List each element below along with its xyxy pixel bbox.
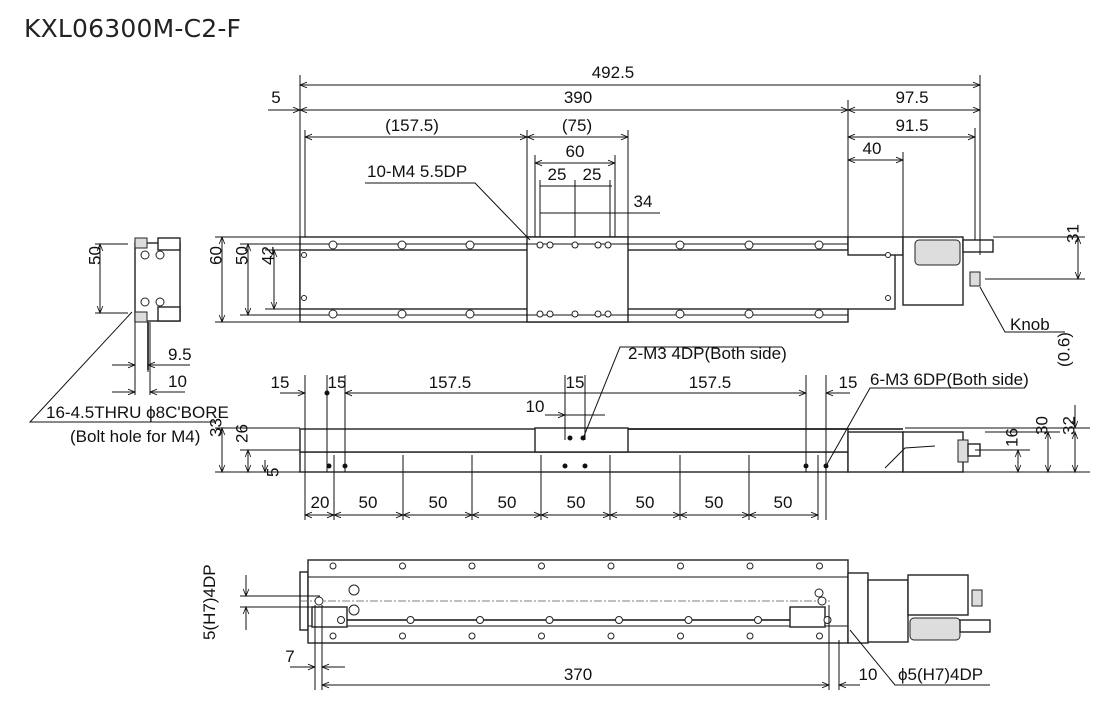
end-view: 50 9.5 10 16-4.5THRU ϕ8C'BORE (Bolt hole… (28, 237, 229, 446)
bottom-view: 5(H7)4DP 7 370 10 ϕ5(H7)4DP (200, 559, 991, 690)
pitch: 50 (774, 493, 793, 512)
dim-height-50: 50 (233, 246, 252, 265)
dim-carriage-offset: 34 (634, 192, 653, 211)
base-m3-callout: 6-M3 6DP(Both side) (870, 370, 1029, 389)
mount-hole (538, 632, 545, 640)
side-dim-0-6: (0.6) (1055, 332, 1074, 367)
knob-icon (969, 271, 981, 287)
dim-motor-length: 91.5 (895, 116, 928, 135)
connector (914, 239, 961, 266)
screw-icon (615, 616, 623, 624)
side-dim-157-5-a: 157.5 (429, 373, 472, 392)
carriage-m3-callout: 2-M3 4DP(Both side) (628, 344, 787, 363)
dim-carriage-hole-pitch: 60 (566, 142, 585, 161)
dim-carriage-length: (75) (562, 116, 592, 135)
pitch: 50 (705, 493, 724, 512)
mount-holes (301, 240, 891, 319)
mount-hole (468, 632, 476, 640)
side-dim-10: 10 (526, 397, 545, 416)
side-dim-32: 32 (1060, 416, 1079, 435)
bottom-dim-7: 7 (285, 647, 294, 666)
screw-icon (476, 616, 484, 624)
mount-hole (746, 632, 754, 640)
mount-hole (399, 632, 406, 640)
dim-knob-offset: 40 (863, 139, 882, 158)
screw-icon (684, 616, 693, 624)
motor-flange (847, 236, 904, 256)
carriage-tap-callout: 10-M4 5.5DP (367, 162, 467, 181)
pitch: 50 (429, 493, 448, 512)
side-dim-30: 30 (1033, 416, 1052, 435)
mount-hole (746, 562, 754, 570)
bottom-dim-370: 370 (564, 665, 592, 684)
side-motor-flange (847, 431, 904, 473)
side-dim-5: 5 (263, 468, 282, 477)
screw-icon (754, 616, 762, 624)
dim-knob-height: 31 (1064, 224, 1083, 243)
end-dim-9-5: 9.5 (168, 345, 192, 364)
end-dim-10: 10 (168, 372, 187, 391)
cable-plug (962, 239, 994, 253)
drawing-title: KXL06300M-C2-F (24, 14, 242, 43)
screw-icon (337, 616, 345, 624)
mount-hole (468, 562, 476, 570)
side-motor (902, 431, 964, 473)
side-dim-26: 26 (233, 424, 252, 443)
side-base (299, 451, 849, 473)
side-view: 15 15 157.5 15 157.5 15 (0.6) 2-M3 4DP(B… (207, 332, 1090, 520)
pitch: 50 (359, 493, 378, 512)
side-dim-15-a: 15 (271, 373, 290, 392)
dim-height-60: 60 (207, 246, 226, 265)
screw-icon (406, 616, 415, 624)
dim-hole-pitch-b: 25 (583, 165, 602, 184)
side-dim-33: 33 (207, 418, 226, 437)
mount-hole (677, 562, 684, 570)
pitch: 50 (567, 493, 586, 512)
dim-body-length: 390 (564, 88, 592, 107)
pin-hole-callout: ϕ5(H7)4DP (898, 665, 983, 684)
mount-hole (329, 632, 337, 640)
carriage (526, 236, 629, 323)
mount-hole (607, 632, 615, 640)
bottom-body (307, 559, 849, 644)
dim-left-position: (157.5) (385, 116, 439, 135)
bottom-dim-10: 10 (859, 665, 878, 684)
dim-overall-length: 492.5 (592, 63, 635, 82)
pin-block-right (789, 606, 826, 628)
side-carriage (534, 427, 629, 453)
bottom-motor (907, 574, 969, 616)
top-view: 492.5 5 390 97.5 (157.5) (75) 91.5 60 40… (207, 63, 1085, 334)
dim-hole-pitch-a: 25 (548, 165, 567, 184)
mount-hole (538, 562, 545, 570)
side-dim-15-c: 15 (566, 373, 585, 392)
side-dim-15-d: 15 (839, 373, 858, 392)
bolt-hole-callout: 16-4.5THRU ϕ8C'BORE (46, 403, 229, 422)
knob-label: Knob (1010, 315, 1050, 334)
pitch-first: 20 (311, 493, 330, 512)
end-dim-height-50: 50 (86, 246, 105, 265)
mount-hole (816, 632, 823, 640)
dim-end-offset: 5 (271, 88, 280, 107)
mount-hole (607, 562, 615, 570)
screw-icon (545, 616, 554, 624)
mount-hole (816, 562, 823, 570)
pitch: 50 (498, 493, 517, 512)
mount-hole (677, 632, 684, 640)
dim-height-42: 42 (259, 246, 278, 265)
mount-hole (399, 562, 406, 570)
mount-hole (329, 562, 337, 570)
screw-icon (823, 616, 832, 624)
side-dim-157-5-b: 157.5 (689, 373, 732, 392)
bolt-hole-note: (Bolt hole for M4) (70, 427, 200, 446)
side-dim-16: 16 (1003, 428, 1022, 447)
pitch: 50 (636, 493, 655, 512)
pin-hole-vertical-label: 5(H7)4DP (200, 564, 219, 640)
side-dim-15-b: 15 (328, 373, 347, 392)
dim-motor-overall: 97.5 (895, 88, 928, 107)
